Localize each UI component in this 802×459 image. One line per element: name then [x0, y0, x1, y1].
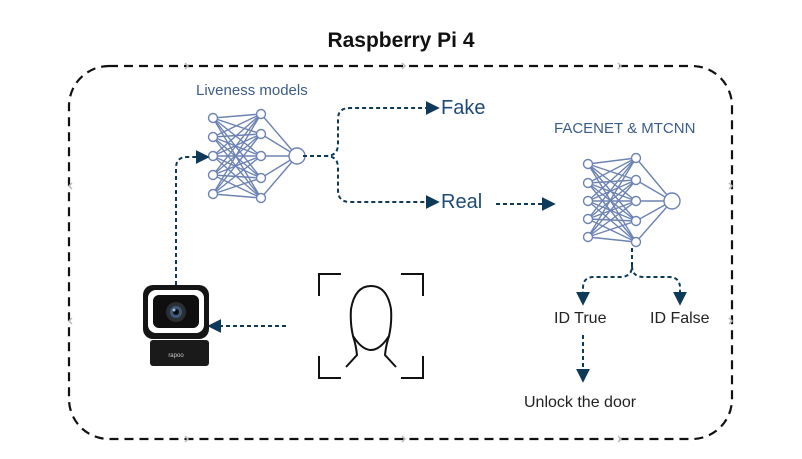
net-edge [587, 182, 637, 243]
net-edge [587, 200, 637, 222]
net-edge [587, 157, 637, 202]
net-edge [212, 113, 262, 195]
net-node-input [582, 195, 594, 207]
unlock-door-label: Unlock the door [524, 394, 637, 411]
net-edge [587, 200, 637, 238]
net-node-input [207, 131, 219, 143]
net-edge [587, 163, 637, 243]
net-node-hidden [630, 152, 642, 164]
net-node-hidden [630, 215, 642, 227]
border-tick-marks [67, 62, 734, 443]
net-edge [212, 136, 262, 179]
net-edge [212, 133, 262, 195]
net-edge [587, 179, 637, 184]
net-edge [587, 179, 637, 202]
net-edge [587, 179, 637, 220]
net-node-input [582, 213, 594, 225]
net-edge [587, 157, 637, 165]
net-node-hidden [255, 108, 267, 120]
arrow-to-fake [303, 101, 440, 157]
net-edge [212, 155, 262, 179]
net-edge [212, 136, 262, 157]
net-edge [587, 200, 637, 220]
flow-arrows [175, 101, 687, 383]
net-edge [212, 155, 262, 176]
raspberry-pi-container [67, 64, 734, 441]
face-scan-icon [318, 273, 424, 379]
facenet-network-icon [582, 152, 681, 248]
net-node-hidden [630, 195, 642, 207]
net-edge [212, 174, 262, 179]
net-edge [212, 113, 262, 176]
net-node-hidden [255, 128, 267, 140]
net-edge [587, 157, 637, 220]
webcam-icon: rapoo [143, 285, 209, 366]
net-edge [212, 113, 262, 119]
net-edge [212, 117, 262, 179]
id-false-label: ID False [650, 310, 710, 327]
net-edge [260, 155, 298, 199]
net-edge [587, 182, 637, 202]
net-node-hidden [255, 172, 267, 184]
net-node-output [663, 192, 681, 210]
net-node-input [582, 231, 594, 243]
net-edge [635, 157, 673, 202]
arrow-camera-to-liveness [175, 150, 210, 285]
net-edge [587, 157, 637, 238]
net-edge [212, 113, 262, 157]
net-edge [212, 193, 262, 199]
net-edge [587, 220, 637, 238]
net-edge [635, 200, 673, 243]
net-node-input [582, 158, 594, 170]
net-node-hidden [630, 174, 642, 186]
net-edge [212, 117, 262, 157]
net-node-input [582, 177, 594, 189]
camera-brand-label: rapoo [168, 353, 184, 359]
net-node-hidden [630, 236, 642, 248]
net-edge [212, 113, 262, 138]
net-edge [212, 155, 262, 195]
net-edge [587, 179, 637, 238]
real-label: Real [441, 191, 483, 213]
net-node-hidden [255, 150, 267, 162]
net-edge [587, 157, 637, 184]
net-edge [260, 113, 298, 157]
liveness-models-label: Liveness models [196, 82, 308, 99]
net-node-input [207, 112, 219, 124]
arrow-to-real [303, 155, 440, 209]
net-node-input [207, 188, 219, 200]
net-edge [587, 182, 637, 222]
net-edge [587, 218, 637, 222]
net-edge [587, 236, 637, 243]
net-node-output [288, 147, 306, 165]
net-edge [212, 177, 262, 195]
net-node-input [207, 150, 219, 162]
fake-label: Fake [441, 97, 486, 119]
page-title: Raspberry Pi 4 [327, 29, 475, 52]
facenet-label: FACENET & MTCNN [554, 120, 696, 137]
net-edge [587, 163, 637, 202]
arrow-to-id-true [576, 248, 633, 306]
id-true-label: ID True [554, 310, 607, 327]
arrow-to-id-false [631, 265, 687, 306]
net-node-input [207, 169, 219, 181]
net-node-hidden [255, 192, 267, 204]
liveness-network-icon [207, 108, 306, 204]
net-edge [587, 163, 637, 181]
